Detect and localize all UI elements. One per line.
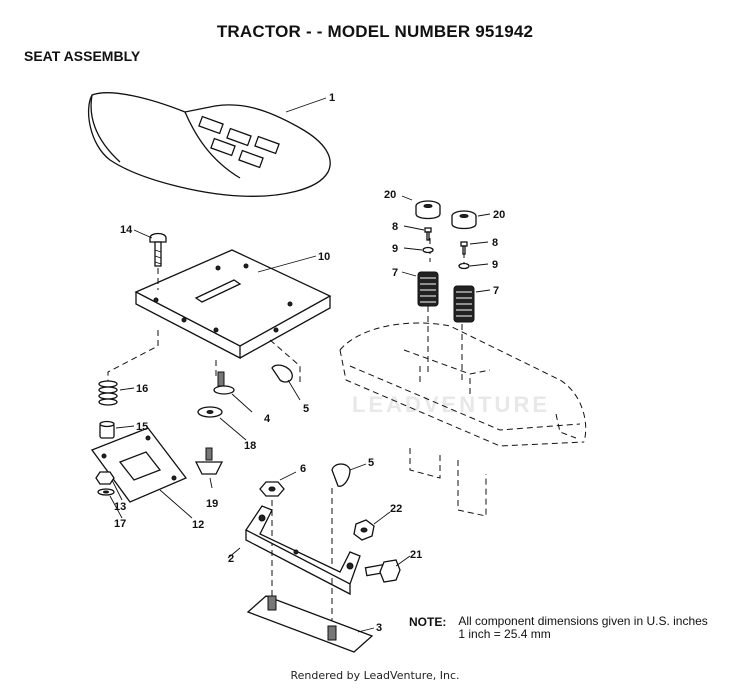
section-title: SEAT ASSEMBLY [24, 48, 141, 64]
bushing-part-left[interactable] [401, 195, 441, 220]
callout-7-left: 7 [392, 267, 398, 279]
callout-19: 19 [206, 498, 218, 510]
screw-part-left[interactable] [403, 225, 432, 241]
coil-spring-part-right[interactable] [453, 285, 491, 323]
dimension-note: NOTE: All component dimensions given in … [409, 615, 708, 641]
hex-nut-part[interactable] [353, 511, 391, 541]
callout-4: 4 [264, 413, 271, 425]
clip-part-lower[interactable] [331, 463, 367, 487]
slide-bracket-part[interactable] [90, 427, 193, 519]
callout-14: 14 [120, 224, 133, 236]
nut-part[interactable] [95, 471, 123, 501]
seat-pan-part[interactable] [134, 249, 332, 360]
lock-nut-part[interactable] [259, 471, 297, 497]
note-text: All component dimensions given in U.S. i… [458, 615, 707, 641]
callout-1: 1 [329, 92, 335, 104]
callout-8-right: 8 [492, 237, 498, 249]
shoulder-bolt-part[interactable] [213, 371, 253, 413]
callout-18: 18 [244, 440, 256, 452]
bushing-part-right[interactable] [451, 210, 491, 230]
callout-22: 22 [390, 503, 402, 515]
adjustment-knob-part[interactable] [194, 447, 224, 489]
lock-washer-part-right[interactable] [458, 262, 489, 270]
lock-washer-part-left[interactable] [403, 246, 434, 254]
washer-part[interactable] [97, 488, 123, 519]
callout-13: 13 [114, 501, 126, 513]
callout-2: 2 [228, 553, 234, 565]
carriage-bolt-part[interactable] [133, 229, 167, 267]
callout-20-right: 20 [493, 209, 505, 221]
footer-credit: Rendered by LeadVenture, Inc. [290, 669, 460, 682]
note-line-1: All component dimensions given in U.S. i… [458, 614, 708, 628]
screw-part-right[interactable] [460, 241, 489, 255]
callout-9-left: 9 [392, 243, 398, 255]
spacer-part[interactable] [99, 420, 135, 439]
flat-washer-part[interactable] [197, 406, 247, 441]
callout-3: 3 [376, 622, 382, 634]
note-line-2: 1 inch = 25.4 mm [458, 627, 551, 641]
callout-7-right: 7 [493, 285, 499, 297]
spring-part[interactable] [98, 380, 135, 406]
callout-21: 21 [410, 549, 422, 561]
page-title: TRACTOR - - MODEL NUMBER 951942 [216, 22, 534, 41]
callout-12: 12 [192, 519, 204, 531]
callout-17: 17 [114, 518, 126, 530]
pivot-bracket-part[interactable] [227, 505, 361, 596]
mounting-plate-part[interactable] [246, 595, 375, 653]
callout-8-left: 8 [392, 221, 398, 233]
coil-spring-part-left[interactable] [401, 271, 439, 307]
callout-15: 15 [136, 421, 148, 433]
callout-9-right: 9 [492, 259, 498, 271]
callout-5-lower: 5 [368, 457, 374, 469]
note-label: NOTE: [409, 615, 447, 629]
callout-10: 10 [318, 251, 330, 263]
callout-20-left: 20 [384, 189, 396, 201]
callout-6: 6 [300, 463, 306, 475]
callout-16: 16 [136, 383, 148, 395]
callout-5-upper: 5 [303, 403, 309, 415]
hex-bolt-part[interactable] [364, 555, 411, 583]
tractor-frame-reference [339, 322, 587, 517]
clip-part-upper[interactable] [271, 364, 301, 401]
seat-part[interactable] [88, 92, 331, 197]
